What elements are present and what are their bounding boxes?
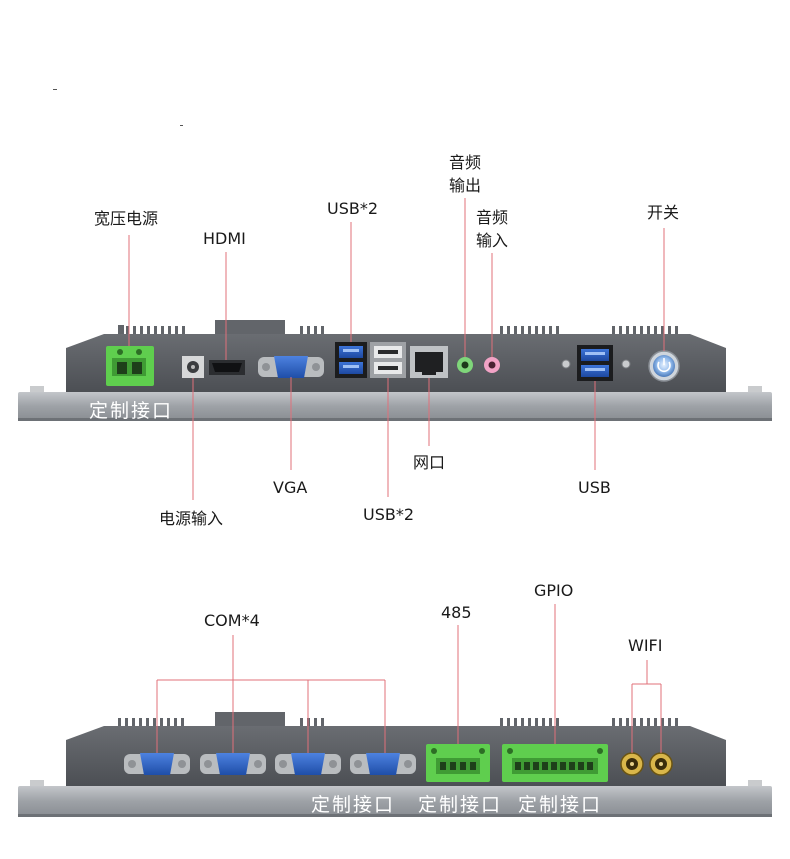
usb3-stack-left bbox=[335, 342, 367, 378]
top-base-plate bbox=[18, 392, 772, 420]
label-hdmi: HDMI bbox=[203, 229, 246, 248]
label-custom-port-2: 定制接口 bbox=[418, 794, 503, 816]
label-custom-port-1: 定制接口 bbox=[311, 794, 396, 816]
com-port-1 bbox=[124, 753, 190, 775]
audio-out-jack bbox=[457, 357, 473, 373]
rs485-terminal bbox=[426, 744, 490, 782]
label-com: COM*4 bbox=[204, 611, 260, 630]
label-wifi: WIFI bbox=[628, 636, 663, 655]
label-custom-port-top: 定制接口 bbox=[89, 400, 174, 422]
label-audio-in-line1: 音频 bbox=[476, 208, 509, 227]
power-button[interactable] bbox=[648, 350, 680, 382]
label-gpio: GPIO bbox=[534, 581, 574, 600]
top-leader-lines bbox=[128, 198, 665, 500]
label-audio-out-line2: 输出 bbox=[449, 176, 482, 195]
usb2-stack-right bbox=[370, 342, 406, 378]
wide-voltage-power-terminal bbox=[106, 346, 154, 386]
label-power-input: 电源输入 bbox=[159, 509, 224, 528]
com-port-4 bbox=[350, 753, 416, 775]
com-port-2 bbox=[200, 753, 266, 775]
audio-in-jack bbox=[484, 357, 500, 373]
vga-port bbox=[258, 356, 324, 378]
top-cooling-fins bbox=[118, 320, 678, 337]
dc-power-input-port bbox=[182, 356, 204, 378]
wifi-antenna-1 bbox=[620, 752, 644, 776]
label-rs485: 485 bbox=[441, 603, 472, 622]
hdmi-port bbox=[209, 360, 245, 375]
label-lan: 网口 bbox=[413, 453, 446, 472]
wifi-antenna-2 bbox=[649, 752, 673, 776]
label-usb2-top: USB*2 bbox=[327, 199, 379, 218]
label-wide-voltage-power: 宽压电源 bbox=[94, 209, 159, 228]
usb3-stack-rear bbox=[577, 345, 613, 381]
label-audio-out-line1: 音频 bbox=[449, 153, 482, 172]
bottom-base-plate bbox=[18, 786, 772, 816]
label-power-switch: 开关 bbox=[647, 203, 680, 222]
label-vga: VGA bbox=[273, 478, 308, 497]
label-custom-port-3: 定制接口 bbox=[518, 794, 603, 816]
label-usb2-bottom: USB*2 bbox=[363, 505, 415, 524]
label-usb: USB bbox=[578, 478, 611, 497]
bottom-leader-lines bbox=[156, 604, 662, 753]
top-panel bbox=[18, 320, 772, 421]
gpio-terminal bbox=[502, 744, 608, 782]
lan-port bbox=[410, 346, 448, 378]
com-port-3 bbox=[275, 753, 341, 775]
bottom-panel bbox=[18, 712, 772, 817]
label-audio-in-line2: 输入 bbox=[476, 231, 509, 250]
